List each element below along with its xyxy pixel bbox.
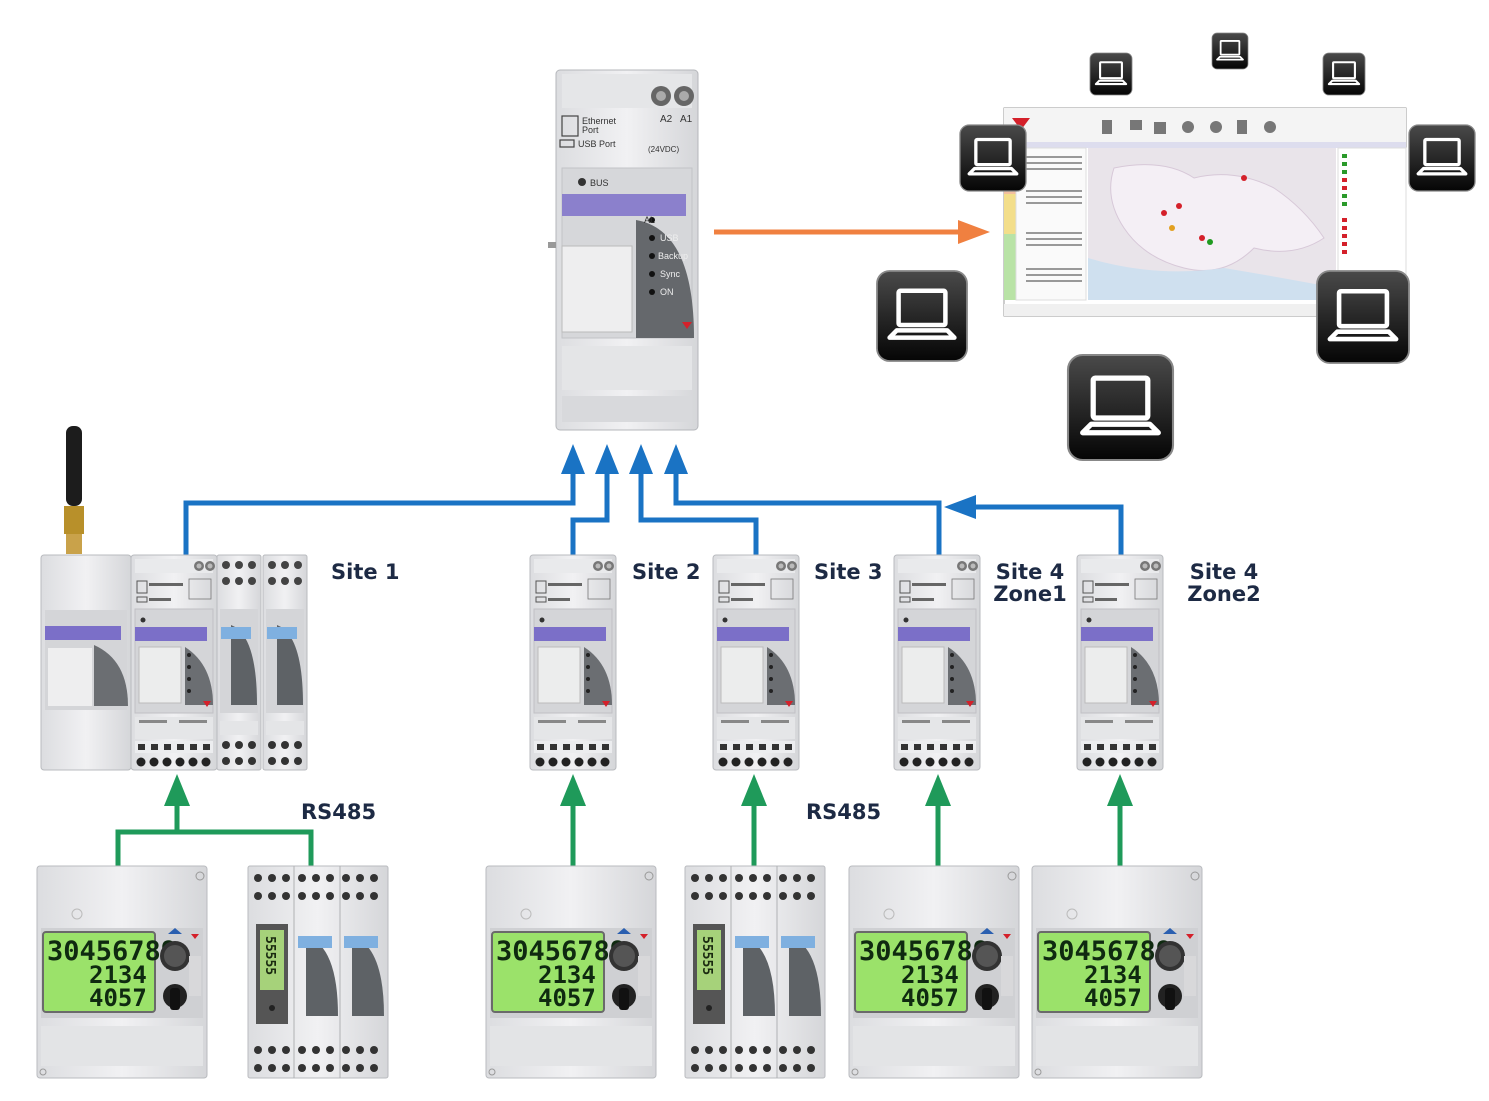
converter-module — [247, 865, 389, 1079]
svg-text:USB Port: USB Port — [578, 139, 616, 149]
site4-zone2-line1: Site 4 — [1189, 560, 1259, 584]
site4-zone1-gateway — [893, 554, 981, 771]
site1-gateway — [40, 426, 308, 771]
laptop-icon — [1317, 271, 1409, 363]
bus-arrowheads — [561, 444, 976, 519]
site3-gateway — [712, 554, 800, 771]
bus-lines — [183, 468, 1124, 556]
site4-zone1-line2: Zone1 — [993, 582, 1067, 606]
laptop-icon — [1068, 355, 1173, 460]
laptop-icon — [1407, 123, 1477, 193]
site4-zone2-gateway — [1076, 554, 1164, 771]
laptop-icon — [1211, 32, 1249, 70]
site2-label: Site 2 — [632, 560, 701, 584]
rs485-lines — [115, 800, 1123, 866]
svg-text:Sync: Sync — [660, 269, 681, 279]
energy-meter — [1031, 865, 1203, 1079]
rs485-label-right: RS485 — [806, 800, 882, 824]
energy-meter — [485, 865, 657, 1079]
laptop-icon — [1321, 51, 1367, 97]
svg-text:AL: AL — [644, 215, 655, 225]
site2-gateway — [529, 554, 617, 771]
brand-logo-icon — [1012, 118, 1030, 130]
svg-text:BUS: BUS — [590, 178, 609, 188]
svg-text:ON: ON — [660, 287, 674, 297]
site4-zone1-label: Site 4 Zone1 — [990, 561, 1070, 605]
rs485-arrowheads — [164, 774, 1133, 806]
rs485-label-left: RS485 — [301, 800, 377, 824]
svg-text:(24VDC): (24VDC) — [648, 145, 679, 154]
converter-module — [684, 865, 826, 1079]
site4-zone1-line1: Site 4 — [995, 560, 1065, 584]
site1-label: Site 1 — [331, 560, 400, 584]
laptop-icon — [877, 271, 967, 361]
laptop-icon — [1088, 51, 1134, 97]
energy-meter — [848, 865, 1020, 1079]
central-gateway: Ethernet Port USB Port A2 A1 (24VDC) BUS… — [548, 69, 699, 431]
svg-text:Backup: Backup — [658, 251, 688, 261]
svg-text:USB: USB — [660, 233, 679, 243]
site4-zone2-label: Site 4 Zone2 — [1184, 561, 1264, 605]
svg-text:A1: A1 — [680, 114, 693, 125]
web-access-arrow — [714, 220, 990, 244]
svg-text:Port: Port — [582, 125, 599, 135]
site4-zone2-line2: Zone2 — [1187, 582, 1261, 606]
laptop-icon — [958, 123, 1028, 193]
web-dashboard — [1003, 107, 1407, 317]
svg-text:Ethernet: Ethernet — [582, 116, 617, 126]
antenna-icon — [64, 426, 84, 554]
site3-label: Site 3 — [814, 560, 883, 584]
svg-text:A2: A2 — [660, 114, 673, 125]
energy-meter — [36, 865, 208, 1079]
